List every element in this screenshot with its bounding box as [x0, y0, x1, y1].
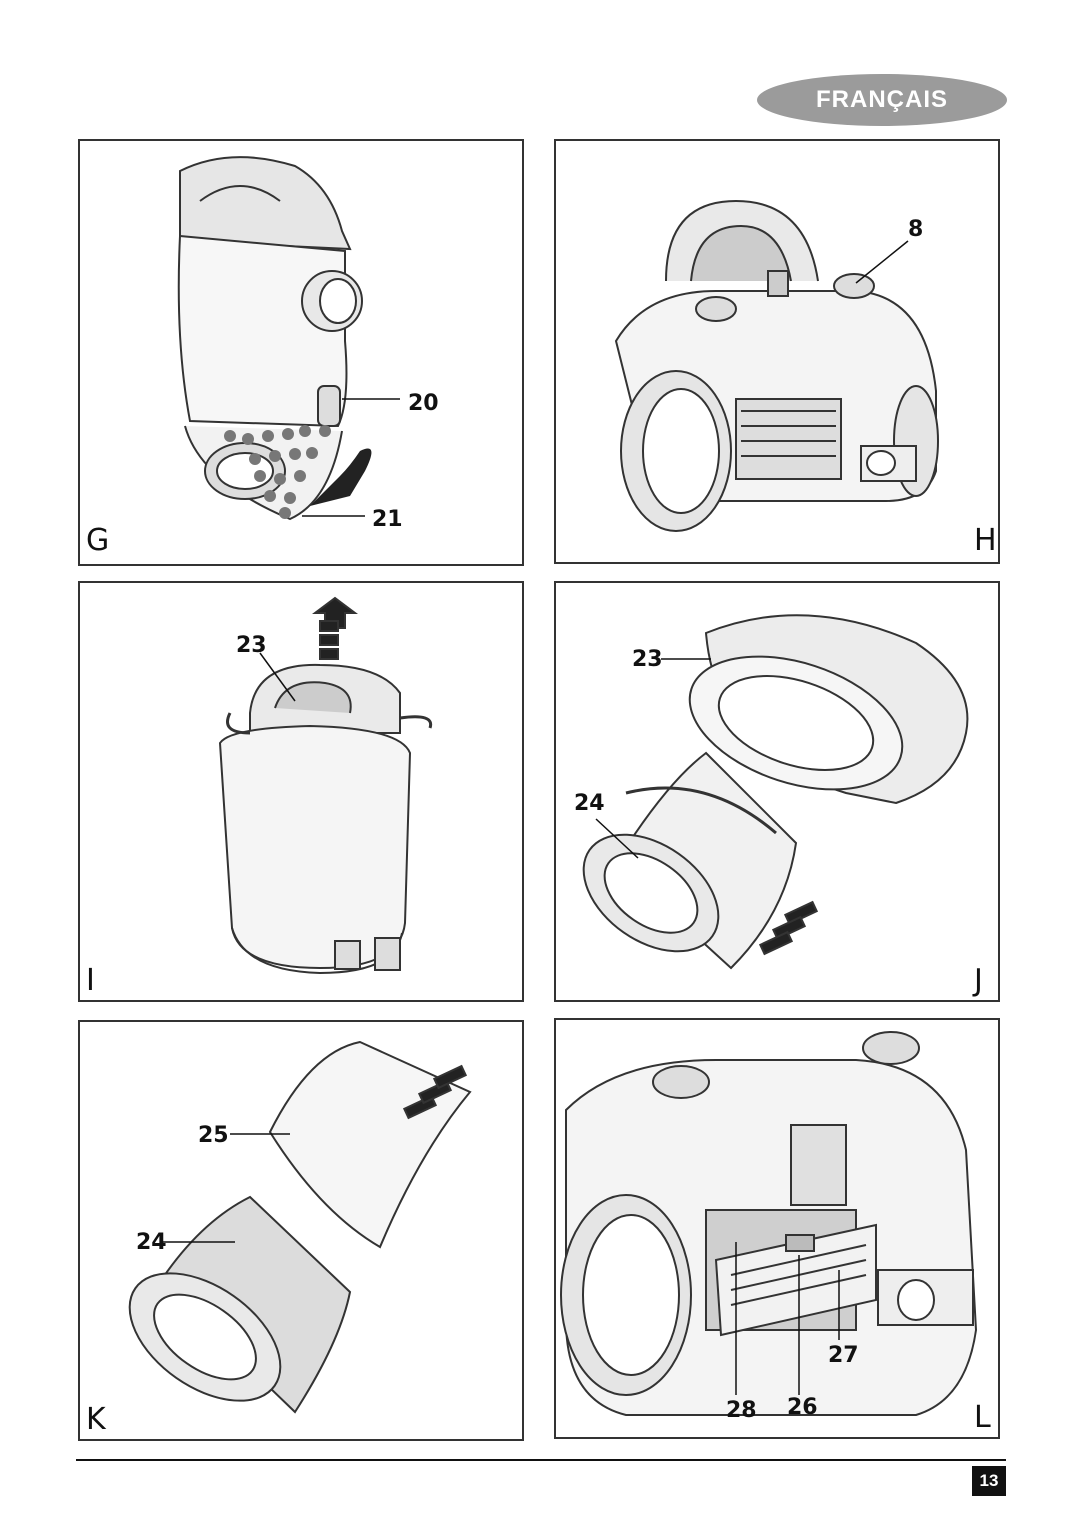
illustration-filter-separated	[582, 614, 969, 970]
figure-panel-k: 25 24 K	[78, 1020, 524, 1441]
callout-28: 28	[726, 1398, 757, 1423]
callout-26: 26	[787, 1395, 818, 1420]
callout-24: 24	[136, 1230, 167, 1255]
callout-20: 20	[408, 391, 439, 416]
figure-panel-l: 27 28 26 L	[554, 1018, 1000, 1439]
panel-letter-i: I	[86, 963, 95, 998]
illustration-filter-mesh-removal	[128, 1040, 472, 1414]
page-number: 13	[972, 1466, 1006, 1496]
callout-27: 27	[828, 1343, 859, 1368]
callout-8: 8	[908, 217, 924, 242]
footer-rule	[76, 1459, 1006, 1461]
figure-panel-g: 20 21 G	[78, 139, 524, 566]
illustration-vacuum-rear-view	[614, 199, 939, 532]
figure-panel-h: 8 H	[554, 139, 1000, 564]
callout-21: 21	[372, 507, 403, 532]
callout-25: 25	[198, 1123, 229, 1148]
panel-letter-k: K	[86, 1402, 106, 1437]
illustration-exhaust-filter-removal	[560, 1031, 978, 1416]
callout-23: 23	[632, 647, 663, 672]
panel-letter-h: H	[974, 523, 997, 558]
language-badge: FRANÇAIS	[757, 74, 1007, 126]
illustration-dust-bowl-emptying	[177, 156, 400, 521]
callout-24: 24	[574, 791, 605, 816]
panel-letter-j: J	[974, 963, 983, 998]
figure-panel-j: 23 24 J	[554, 581, 1000, 1002]
callout-23: 23	[236, 633, 267, 658]
panel-letter-l: L	[974, 1400, 991, 1435]
figure-panel-i: 23 I	[78, 581, 524, 1002]
panel-letter-g: G	[86, 523, 110, 558]
illustration-remove-filter-lid	[218, 596, 433, 975]
